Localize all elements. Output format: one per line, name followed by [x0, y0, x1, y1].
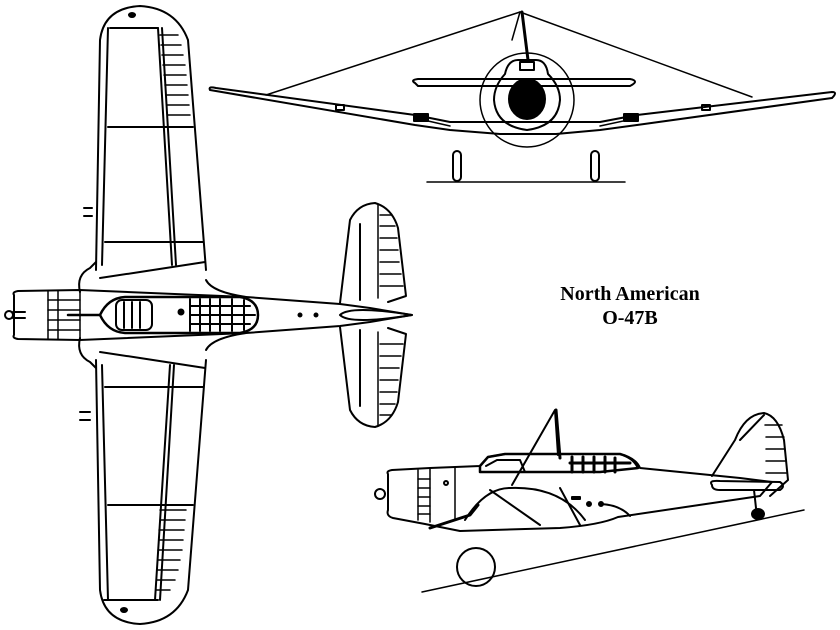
aircraft-title: North American O-47B: [520, 282, 740, 330]
top-view: [4, 5, 413, 625]
side-view: [374, 408, 805, 593]
manufacturer-label: North American: [560, 283, 700, 305]
model-label: O-47B: [602, 307, 658, 329]
front-view: [208, 10, 836, 183]
